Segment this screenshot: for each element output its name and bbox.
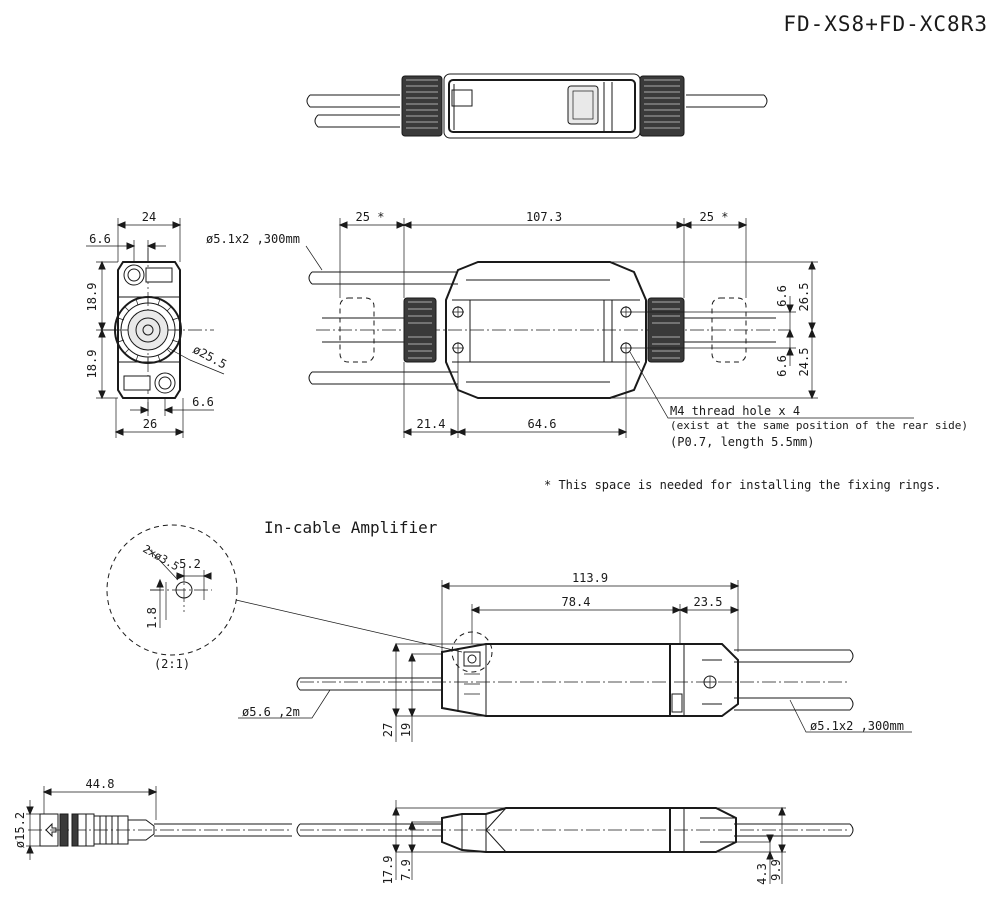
dim-connector-diameter: ø15.2 (13, 812, 27, 848)
amp-cable-right: ø5.1x2 ,300mm (810, 719, 904, 733)
dim-side-length: 107.3 (526, 210, 562, 224)
dim-connector-length: 44.8 (86, 777, 115, 791)
dim-side-right-bottom-small: 6.6 (775, 355, 789, 377)
dim-amp-overall: 113.9 (572, 571, 608, 585)
detail-holes: 2xø3.5 (141, 542, 182, 573)
amplifier-side-view: 17.9 7.9 4.3 9.9 (296, 800, 854, 885)
dim-side-left-space: 25 * (356, 210, 385, 224)
dim-front-upper-half: 18.9 (85, 283, 99, 312)
dim-side-bottom-pitch: 64.6 (528, 417, 557, 431)
thread-note-line1: M4 thread hole x 4 (670, 404, 800, 418)
dim-amp-side-right-height: 9.9 (769, 859, 783, 881)
dim-front-lower-offset: 6.6 (192, 395, 214, 409)
dim-side-right-top-small: 6.6 (775, 285, 789, 307)
dim-side-bottom-left: 21.4 (417, 417, 446, 431)
dim-front-width-top: 24 (142, 210, 156, 224)
dim-front-lower-half: 18.9 (85, 350, 99, 379)
top-view (306, 73, 768, 139)
dim-amp-side-center: 7.9 (399, 859, 413, 881)
dim-side-right-space: 25 * (700, 210, 729, 224)
side-view: ø5.1x2 ,300mm 25 * 107.3 25 * 6.6 26.5 6… (206, 210, 968, 449)
dim-amp-center: 19 (399, 723, 413, 737)
dim-side-right-top: 26.5 (797, 283, 811, 312)
connector-view: 44.8 ø15.2 (13, 777, 292, 860)
dim-amp-side-height: 17.9 (381, 856, 395, 885)
front-view: 24 6.6 18.9 18.9 ø25.5 6.6 26 (85, 210, 229, 438)
detail-offset-y: 1.8 (145, 607, 159, 629)
drawing-title: FD-XS8+FD-XC8R3 (783, 12, 988, 36)
dim-amp-head: 23.5 (694, 595, 723, 609)
dim-front-diameter: ø25.5 (191, 342, 229, 371)
dim-front-upper-offset: 6.6 (89, 232, 111, 246)
dim-front-width-bottom: 26 (143, 417, 157, 431)
dim-amp-height: 27 (381, 723, 395, 737)
thread-note-line2: (exist at the same position of the rear … (670, 419, 968, 432)
amplifier-plan-view: 113.9 78.4 23.5 27 19 ø5.6 ,2m ø5.1x2 ,3… (238, 571, 912, 742)
thread-note-line3: (P0.7, length 5.5mm) (670, 435, 815, 449)
detail-offset-x: 5.2 (179, 557, 201, 571)
dim-side-right-bottom: 24.5 (797, 348, 811, 377)
amplifier-title: In-cable Amplifier (264, 518, 438, 537)
detail-scale: (2:1) (154, 657, 190, 671)
detail-view: 2xø3.5 5.2 1.8 (2:1) (106, 524, 463, 671)
side-cable-label: ø5.1x2 ,300mm (206, 232, 300, 246)
space-note: * This space is needed for installing th… (544, 478, 941, 492)
amp-cable-left: ø5.6 ,2m (242, 705, 300, 719)
dim-amp-body: 78.4 (562, 595, 591, 609)
dim-amp-side-right-small: 4.3 (755, 863, 769, 885)
